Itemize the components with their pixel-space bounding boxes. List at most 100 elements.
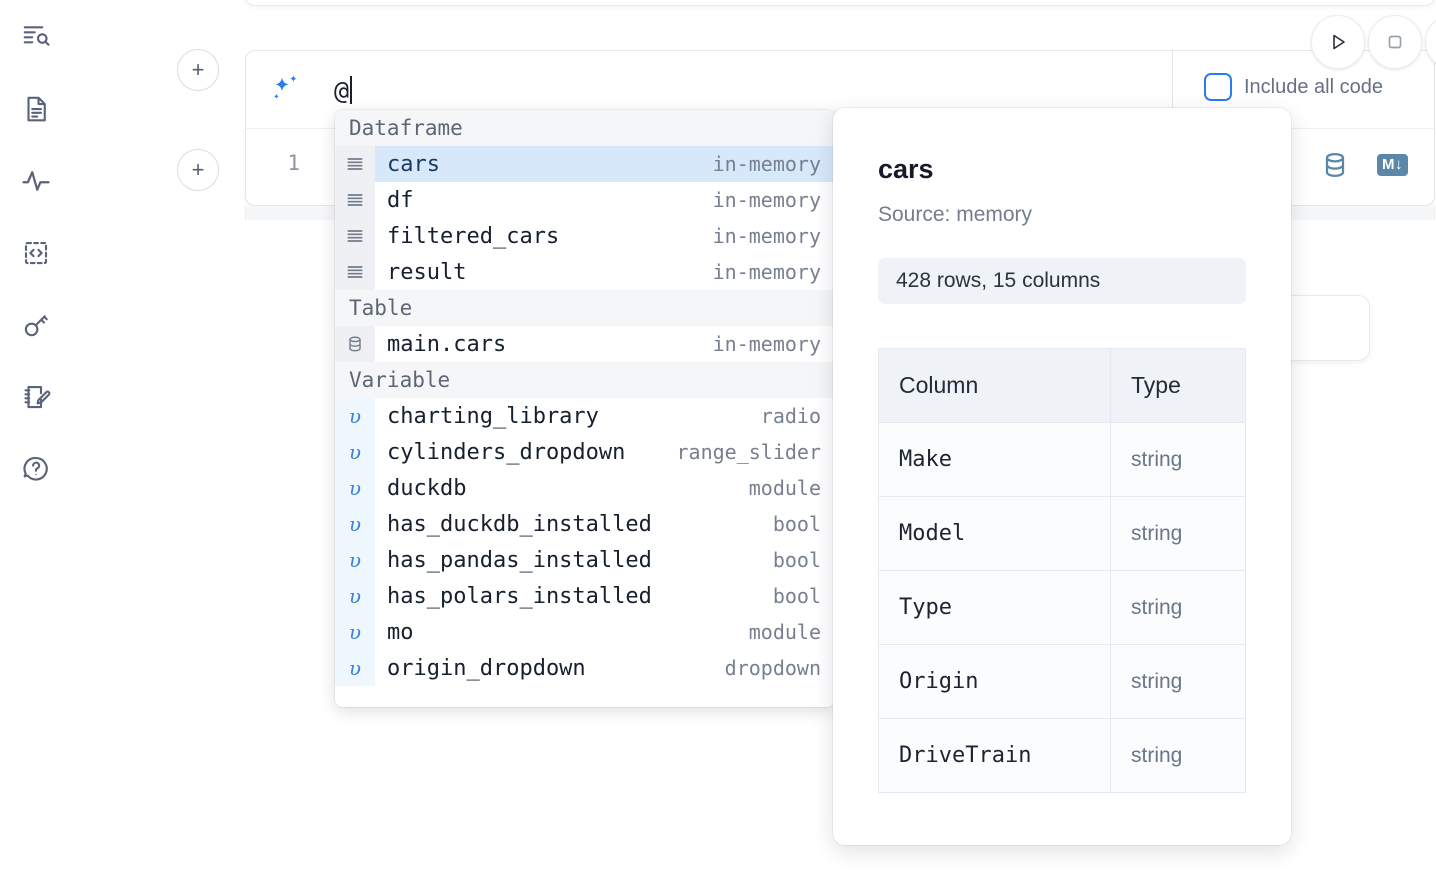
secrets-key-icon[interactable]: [14, 303, 58, 347]
detail-source: Source: memory: [878, 203, 1033, 226]
autocomplete-item-meta: dropdown: [724, 656, 821, 680]
dataframe-icon: [335, 182, 375, 218]
schema-table-header-row: Column Type: [878, 348, 1246, 423]
autocomplete-item-name: main.cars: [387, 331, 507, 357]
play-icon: [1333, 34, 1345, 50]
scratchpad-icon[interactable]: [14, 375, 58, 419]
schema-column-type: string: [1110, 718, 1246, 793]
autocomplete-item[interactable]: υ has_pandas_installed bool: [335, 542, 835, 578]
autocomplete-item-name: has_polars_installed: [387, 583, 652, 609]
autocomplete-group-header: Dataframe: [335, 110, 835, 146]
autocomplete-item-name: charting_library: [387, 403, 599, 429]
database-icon[interactable]: [1319, 149, 1351, 181]
add-cell-above-button[interactable]: +: [177, 49, 219, 91]
code-snippets-icon[interactable]: [14, 231, 58, 275]
autocomplete-item-meta: bool: [772, 512, 821, 536]
completion-detail-panel: cars Source: memory 428 rows, 15 columns…: [833, 108, 1291, 845]
cell-toolbar: M↓: [1319, 149, 1408, 181]
ai-prompt-input[interactable]: @: [334, 69, 1154, 111]
schema-column-name: DriveTrain: [878, 718, 1111, 793]
include-all-code-row[interactable]: Include all code: [1204, 73, 1383, 101]
autocomplete-group-header: Variable: [335, 362, 835, 398]
autocomplete-item-meta: module: [748, 476, 821, 500]
autocomplete-item-name: result: [387, 259, 467, 285]
include-all-code-checkbox[interactable]: [1204, 73, 1232, 101]
run-cell-button[interactable]: [1311, 15, 1365, 69]
autocomplete-item[interactable]: main.cars in-memory: [335, 326, 835, 362]
previous-cell[interactable]: [245, 0, 1435, 6]
autocomplete-item[interactable]: υ origin_dropdown dropdown: [335, 650, 835, 686]
autocomplete-item[interactable]: υ cylinders_dropdown range_slider: [335, 434, 835, 470]
autocomplete-item[interactable]: cars in-memory: [335, 146, 835, 182]
autocomplete-item-name: mo: [387, 619, 414, 645]
autocomplete-item[interactable]: df in-memory: [335, 182, 835, 218]
autocomplete-item[interactable]: υ has_polars_installed bool: [335, 578, 835, 614]
schema-column-type: string: [1110, 570, 1246, 645]
autocomplete-item-meta: bool: [772, 584, 821, 608]
dataframe-icon: [335, 254, 375, 290]
autocomplete-item-name: has_pandas_installed: [387, 547, 652, 573]
autocomplete-item-meta: in-memory: [712, 224, 821, 248]
include-all-code-label: Include all code: [1244, 75, 1383, 98]
variable-icon: υ: [335, 398, 375, 434]
autocomplete-item[interactable]: filtered_cars in-memory: [335, 218, 835, 254]
autocomplete-item-meta: range_slider: [676, 440, 822, 464]
autocomplete-item-meta: in-memory: [712, 152, 821, 176]
add-cell-below-button[interactable]: +: [177, 149, 219, 191]
autocomplete-item-name: origin_dropdown: [387, 655, 586, 681]
sparkles-icon: [268, 73, 302, 107]
table-icon: [335, 326, 375, 362]
dataframe-icon: [335, 146, 375, 182]
variable-icon: υ: [335, 614, 375, 650]
stop-cell-button[interactable]: [1368, 15, 1422, 69]
autocomplete-item-meta: in-memory: [712, 332, 821, 356]
markdown-icon[interactable]: M↓: [1377, 153, 1408, 177]
autocomplete-item-meta: in-memory: [712, 260, 821, 284]
autocomplete-item-meta: in-memory: [712, 188, 821, 212]
schema-header-column: Column: [878, 348, 1111, 423]
plus-icon: +: [191, 57, 205, 82]
variable-icon: υ: [335, 650, 375, 686]
detail-title: cars: [878, 154, 934, 184]
autocomplete-item-meta: module: [748, 620, 821, 644]
left-icon-rail: [0, 0, 72, 874]
autocomplete-item-name: df: [387, 187, 414, 213]
variable-icon: υ: [335, 578, 375, 614]
schema-column-type: string: [1110, 644, 1246, 719]
variable-icon: υ: [335, 470, 375, 506]
variable-icon: υ: [335, 542, 375, 578]
autocomplete-item-meta: bool: [772, 548, 821, 572]
variable-icon: υ: [335, 506, 375, 542]
autocomplete-group-header: Table: [335, 290, 835, 326]
autocomplete-item-name: has_duckdb_installed: [387, 511, 652, 537]
autocomplete-item-name: filtered_cars: [387, 223, 560, 249]
plus-icon: +: [191, 157, 205, 182]
autocomplete-item-name: cylinders_dropdown: [387, 439, 626, 465]
text-caret: [350, 76, 353, 104]
file-icon[interactable]: [14, 87, 58, 131]
schema-column-name: Type: [878, 570, 1111, 645]
vertical-divider: [1172, 51, 1173, 129]
outline-search-icon[interactable]: [14, 14, 58, 58]
detail-stats-badge: 428 rows, 15 columns: [878, 258, 1246, 304]
stop-square-icon: [1388, 35, 1402, 49]
dataframe-icon: [335, 218, 375, 254]
variable-icon: υ: [335, 434, 375, 470]
help-icon[interactable]: [14, 447, 58, 491]
activity-icon[interactable]: [14, 159, 58, 203]
schema-column-type: string: [1110, 422, 1246, 497]
autocomplete-item[interactable]: υ has_duckdb_installed bool: [335, 506, 835, 542]
autocomplete-item[interactable]: result in-memory: [335, 254, 835, 290]
autocomplete-item-name: cars: [387, 151, 440, 177]
